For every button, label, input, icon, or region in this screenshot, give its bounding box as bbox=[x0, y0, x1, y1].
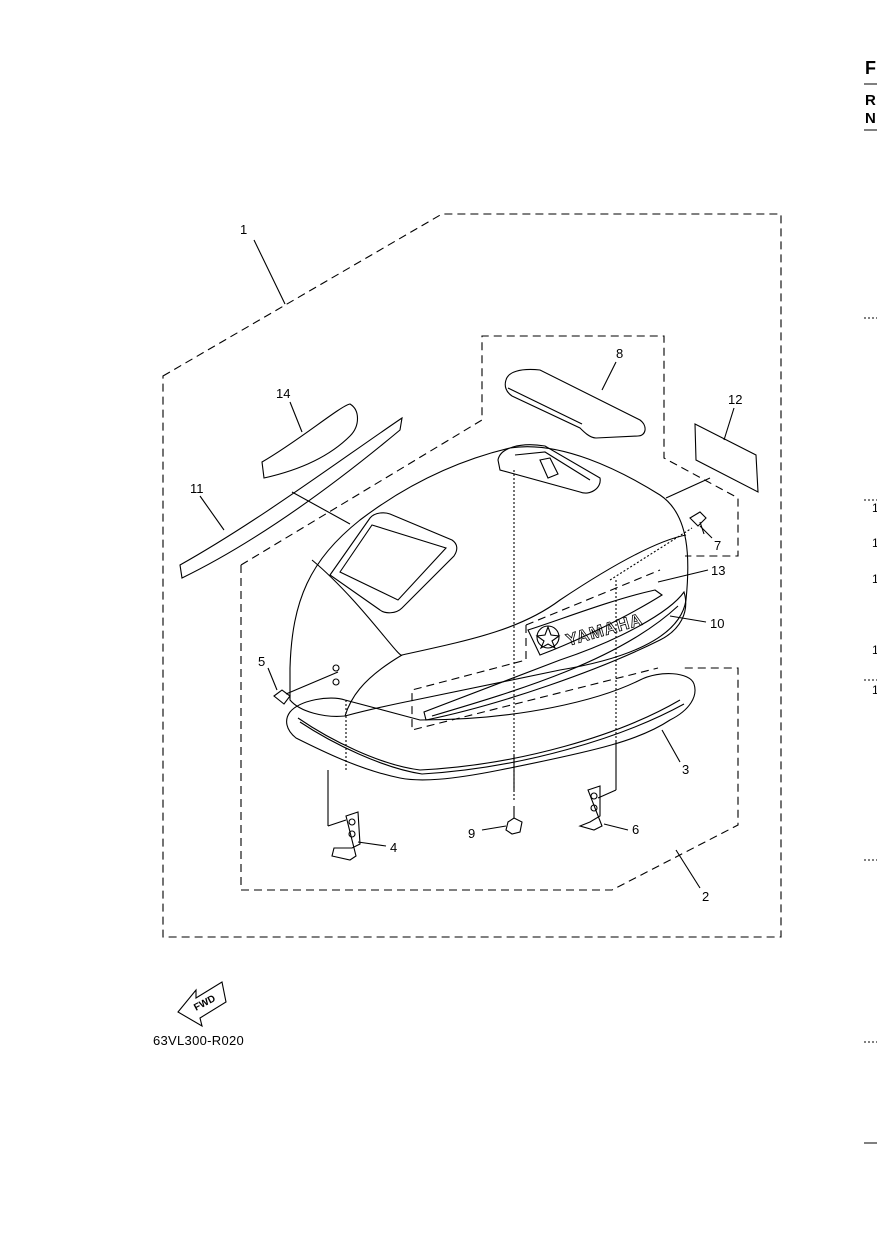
callout-1: 1 bbox=[240, 222, 247, 237]
callout-12: 12 bbox=[728, 392, 742, 407]
emblem-13 bbox=[527, 589, 663, 656]
bolt-5 bbox=[273, 689, 291, 705]
decal-11 bbox=[179, 416, 403, 579]
callout-4: 4 bbox=[390, 840, 397, 855]
bolt-9 bbox=[505, 817, 523, 835]
top-window bbox=[329, 512, 458, 614]
edge-letter-f: F bbox=[865, 58, 876, 78]
drawing-code: 63VL300-R020 bbox=[153, 1033, 245, 1048]
edge-digit: 1 bbox=[872, 643, 877, 657]
edge-letter-r: R bbox=[865, 92, 876, 109]
edge-digit: 1 bbox=[872, 572, 877, 586]
callout-6: 6 bbox=[632, 822, 639, 837]
assembly-boundary-2 bbox=[240, 565, 739, 891]
decal-12 bbox=[694, 423, 759, 493]
callout-7: 7 bbox=[714, 538, 721, 553]
brand-text: YAMAHA bbox=[564, 610, 645, 650]
bracket-4 bbox=[331, 811, 361, 861]
bracket-6 bbox=[578, 785, 603, 831]
callout-2: 2 bbox=[702, 889, 709, 904]
callout-9: 9 bbox=[468, 826, 475, 841]
callout-11: 11 bbox=[190, 481, 204, 496]
screw-7 bbox=[689, 511, 707, 527]
fwd-arrow-icon: FWD bbox=[177, 981, 227, 1028]
yamaha-emblem bbox=[536, 625, 560, 649]
assembly-boundary-side bbox=[411, 625, 659, 731]
callout-10: 10 bbox=[710, 616, 724, 631]
edge-digit: 1 bbox=[872, 536, 877, 550]
edge-digit: 1 bbox=[872, 683, 877, 697]
callout-8: 8 bbox=[616, 346, 623, 361]
edge-digit: 1 bbox=[872, 501, 877, 515]
callout-14: 14 bbox=[276, 386, 290, 401]
stripe-10 bbox=[423, 590, 687, 721]
seal-3 bbox=[286, 673, 696, 781]
callout-5: 5 bbox=[258, 654, 265, 669]
callout-13: 13 bbox=[711, 563, 725, 578]
edge-letter-n: N bbox=[865, 110, 876, 127]
callout-numbers: 1 2 3 4 5 6 7 8 9 10 11 12 13 14 bbox=[190, 222, 742, 904]
assembly-boundary-1 bbox=[162, 213, 782, 938]
top-cowling bbox=[289, 446, 689, 717]
top-cap-8 bbox=[504, 368, 646, 439]
callout-3: 3 bbox=[682, 762, 689, 777]
decal-14 bbox=[261, 403, 359, 479]
